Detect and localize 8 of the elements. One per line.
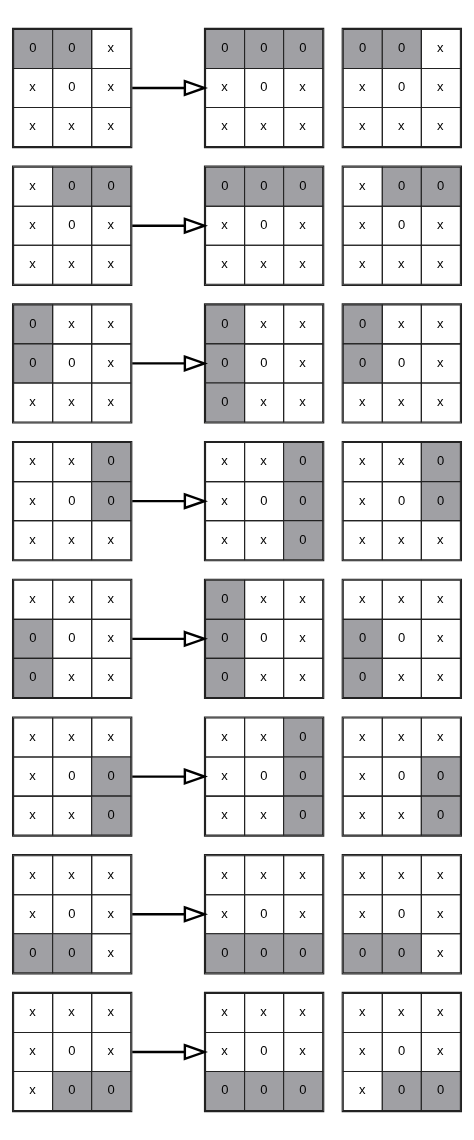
arrow [132,630,208,648]
arrow [132,1043,208,1061]
arrow [132,354,208,372]
arrow [132,79,208,97]
arrow [132,492,208,510]
arrow [132,768,208,786]
arrow [132,217,208,235]
arrow [132,905,208,923]
